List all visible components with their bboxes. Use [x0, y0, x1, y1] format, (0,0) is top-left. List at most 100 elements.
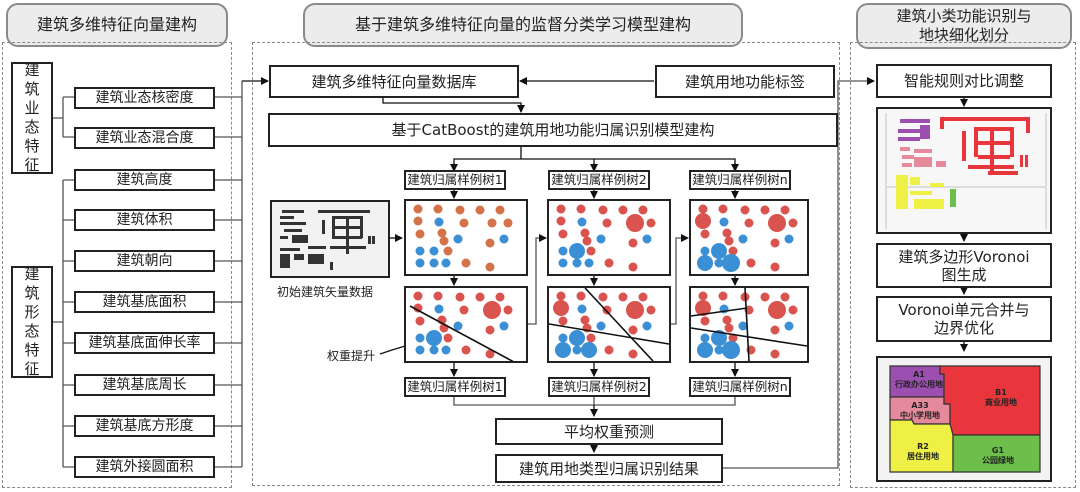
- section-title: 建筑多维特征向量建构: [36, 15, 197, 34]
- sample-point-class-b: [572, 258, 582, 268]
- land-use-code: A1: [913, 370, 925, 379]
- tree-1-split-plot: [404, 286, 528, 363]
- section-header-feature-vector: 建筑多维特征向量建构: [6, 3, 228, 47]
- sample-point-class-a: [586, 246, 596, 256]
- sample-point-class-a: [628, 325, 638, 335]
- land-use-label-g1: G1 公园绿地: [973, 446, 1023, 466]
- section-header-supervised-model: 基于建筑多维特征向量的监督分类学习模型建构: [303, 3, 743, 47]
- sample-point-class-a: [780, 205, 790, 215]
- sample-point-class-a: [626, 214, 644, 232]
- tree-label: 建筑归属样例树2: [551, 379, 647, 394]
- sample-point-class-a: [695, 213, 711, 229]
- land-use-code: G1: [991, 446, 1005, 455]
- feature-label: 建筑外接圆面积: [95, 459, 194, 475]
- sample-point-class-a: [586, 333, 596, 343]
- sample-point-class-a: [598, 205, 608, 215]
- tree-2-split-plot: [547, 286, 671, 363]
- sample-point-class-b: [738, 234, 748, 244]
- sample-point-class-a: [580, 315, 590, 325]
- group-label-char: 征: [24, 360, 40, 378]
- classification-result: 建筑用地类型归属识别结果: [495, 454, 723, 483]
- tree-label: 建筑归属样例树n: [692, 379, 788, 394]
- tree-2-sample-plot: [547, 199, 671, 276]
- rule-adjust-label: 智能规则对比调整: [903, 72, 1024, 90]
- labels-label: 建筑用地功能标签: [684, 72, 805, 91]
- building-function-map: [876, 107, 1052, 234]
- group-label-char: 形: [24, 303, 40, 321]
- sample-point-class-a: [487, 218, 497, 228]
- feature-box: 建筑外接圆面积: [74, 456, 215, 478]
- sample-point-class-a: [760, 205, 770, 215]
- feature-label: 建筑基底面积: [102, 294, 187, 310]
- sample-point-class-a: [485, 349, 495, 359]
- land-use-name: 行政办公用地: [895, 380, 943, 389]
- sample-point-class-b: [569, 330, 585, 346]
- sample-point-class-a: [788, 218, 798, 228]
- scatter-plot: [695, 204, 798, 272]
- sample-point-class-b: [415, 345, 425, 355]
- smart-rule-adjustment: 智能规则对比调整: [876, 64, 1052, 98]
- sample-point-class-a: [646, 218, 656, 228]
- sample-point-class-a: [722, 228, 732, 238]
- sample-point-class-a: [770, 325, 780, 335]
- sample-point-class-b: [784, 234, 794, 244]
- sample-point-class-b: [700, 333, 710, 343]
- sample-point-class-b: [429, 345, 439, 355]
- sample-point-class-a: [576, 291, 586, 301]
- sample-point-class-a: [433, 204, 443, 214]
- weight-boost-text: 权重提升: [327, 349, 376, 363]
- sample-point-class-a: [770, 238, 780, 248]
- land-use-code: B1: [995, 388, 1007, 397]
- sample-point-class-a: [437, 228, 447, 238]
- group-label-char: 征: [24, 156, 40, 174]
- sample-point-class-a: [618, 292, 628, 302]
- feature-label: 建筑朝向: [116, 253, 173, 269]
- voronoi-gen-line1: 建筑多边形Voronoi: [898, 247, 1030, 266]
- sample-point-class-b: [577, 304, 587, 314]
- sample-point-class-a: [724, 236, 734, 246]
- tree-label-bottom-n: 建筑归属样例树n: [689, 377, 791, 397]
- land-use-parcel: [889, 419, 954, 473]
- sample-point-class-b: [441, 258, 451, 268]
- model-label: 基于CatBoost的建筑用地功能归属识别模型建构: [391, 121, 715, 139]
- sample-point-class-a: [503, 305, 513, 315]
- sample-point-class-b: [711, 243, 727, 259]
- sample-point-class-b: [577, 217, 587, 227]
- feature-box: 建筑基底面伸长率: [74, 332, 215, 354]
- sample-point-class-b: [558, 258, 568, 268]
- section-title-line1: 建筑小类功能识别与: [896, 7, 1032, 25]
- feature-vector-database: 建筑多维特征向量数据库: [269, 65, 519, 98]
- sample-point-class-a: [413, 204, 423, 214]
- merge-line1: Voronoi单元合并与: [898, 301, 1030, 319]
- sample-point-class-b: [719, 217, 729, 227]
- decision-boundary: [584, 288, 654, 361]
- colored-building-map: [885, 113, 1047, 229]
- feature-label: 建筑基底周长: [102, 377, 187, 393]
- tree-label: 建筑归属样例树2: [551, 172, 647, 187]
- sample-point-class-a: [475, 292, 485, 302]
- sample-point-class-b: [697, 342, 713, 358]
- feature-box: 建筑体积: [74, 209, 215, 231]
- scatter-plot: [556, 204, 656, 272]
- voronoi-merge-optimize: Voronoi单元合并与 边界优化: [876, 296, 1052, 342]
- feature-label: 建筑基底方形度: [95, 418, 194, 434]
- sample-point-class-a: [780, 292, 790, 302]
- sample-point-class-a: [728, 333, 738, 343]
- sample-point-class-b: [714, 258, 724, 268]
- land-use-code: A33: [911, 401, 929, 410]
- sample-point-class-a: [722, 315, 732, 325]
- sample-point-class-a: [576, 204, 586, 214]
- sample-point-class-a: [413, 216, 423, 226]
- sample-point-class-a: [558, 229, 568, 239]
- sample-point-class-b: [415, 333, 425, 343]
- sample-point-class-a: [760, 292, 770, 302]
- sample-point-class-a: [443, 333, 453, 343]
- sample-point-class-a: [439, 236, 449, 246]
- land-use-name: 公园绿地: [982, 456, 1014, 465]
- group-label-char: 筑: [24, 80, 40, 98]
- sample-point-class-b: [642, 321, 652, 331]
- sample-point-class-b: [415, 258, 425, 268]
- weight-boost-label: 权重提升: [327, 347, 375, 364]
- land-use-code: R2: [917, 442, 929, 451]
- sample-point-class-a: [455, 292, 465, 302]
